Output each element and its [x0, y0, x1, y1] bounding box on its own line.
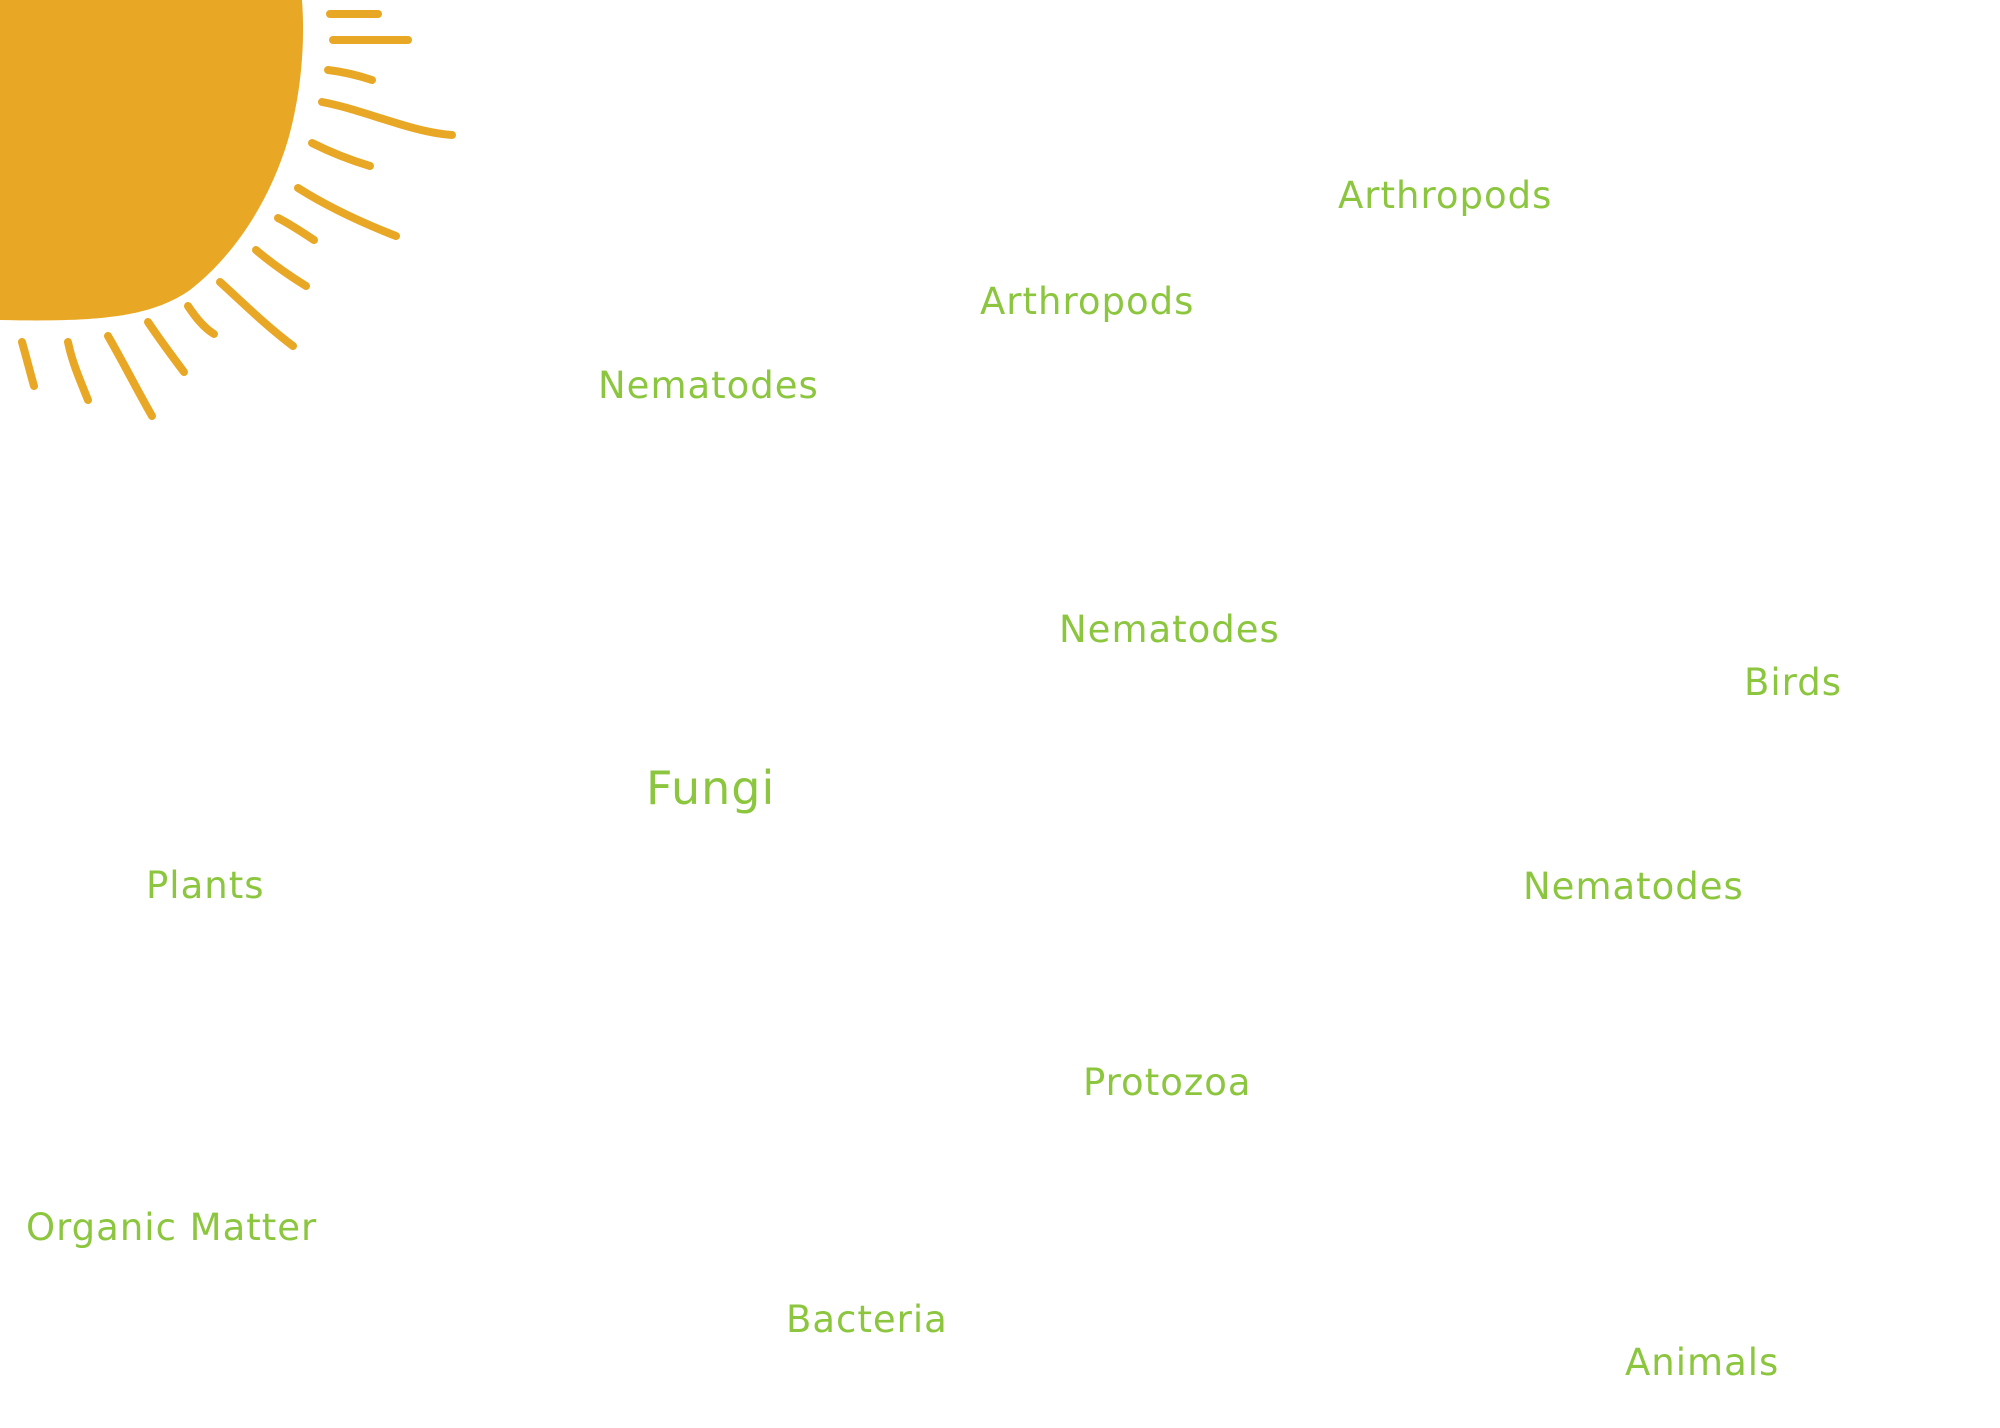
sun-icon — [0, 0, 456, 420]
label-arthropods: Arthropods — [980, 280, 1195, 323]
label-arthropods: Arthropods — [1338, 174, 1553, 217]
label-animals: Animals — [1625, 1341, 1780, 1384]
label-birds: Birds — [1744, 661, 1842, 704]
label-nematodes: Nematodes — [1059, 608, 1280, 651]
label-nematodes: Nematodes — [598, 364, 819, 407]
label-nematodes: Nematodes — [1523, 865, 1744, 908]
sun-rays — [18, 10, 456, 420]
label-bacteria: Bacteria — [786, 1298, 948, 1341]
label-organic-matter: Organic Matter — [26, 1206, 318, 1249]
label-protozoa: Protozoa — [1083, 1061, 1252, 1104]
sun-body — [0, 0, 304, 321]
label-fungi: Fungi — [646, 761, 776, 815]
label-plants: Plants — [146, 864, 265, 907]
